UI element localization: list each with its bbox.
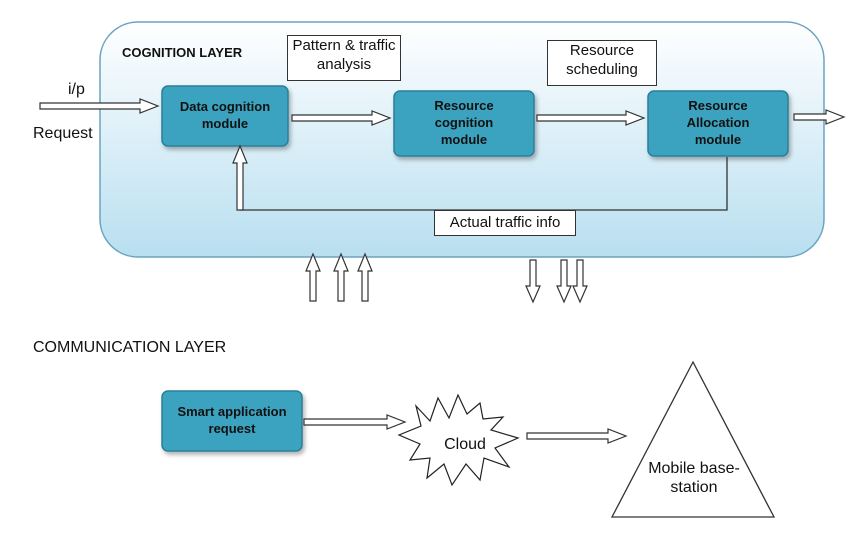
arrow-data-to-resource-cognition <box>291 110 392 126</box>
base-station-label: Mobile base-station <box>648 460 740 497</box>
resource-allocation-module-label: Resource Allocation module <box>686 98 750 147</box>
feedback-line <box>240 157 728 211</box>
data-cognition-module-label: Data cognition module <box>179 99 271 131</box>
output-arrow <box>793 109 846 125</box>
pattern-traffic-note: Pattern & traffic analysis <box>287 35 401 81</box>
resource-cognition-module-box <box>393 90 535 157</box>
smart-request-box <box>161 390 303 452</box>
down-arrow-1 <box>525 259 541 304</box>
resource-cognition-module-label: Resource cognition module <box>434 98 494 147</box>
down-arrow-3 <box>572 259 588 304</box>
smart-request-label: Smart application request <box>177 404 287 436</box>
input-arrow <box>39 98 160 114</box>
cloud-shape <box>397 393 520 487</box>
data-cognition-module-box <box>161 85 289 147</box>
communication-layer-title: COMMUNICATION LAYER <box>33 339 227 356</box>
resource-allocation-module-box <box>647 90 789 157</box>
cloud-label: Cloud <box>444 436 486 453</box>
actual-traffic-note: Actual traffic info <box>434 210 576 236</box>
feedback-up-arrow <box>232 144 248 211</box>
down-arrow-2 <box>556 259 572 304</box>
up-arrow-2 <box>333 252 349 302</box>
input-label: i/p <box>68 81 85 98</box>
cognition-layer-title: COGNITION LAYER <box>122 45 243 60</box>
base-station-triangle <box>610 360 776 518</box>
up-arrow-1 <box>305 252 321 302</box>
resource-scheduling-note: Resource scheduling <box>547 40 657 86</box>
up-arrow-3 <box>357 252 373 302</box>
arrow-resource-cognition-to-allocation <box>536 110 646 126</box>
request-label: Request <box>33 125 93 142</box>
arrow-cloud-to-base-station <box>526 428 628 444</box>
arrow-request-to-cloud <box>303 414 407 430</box>
